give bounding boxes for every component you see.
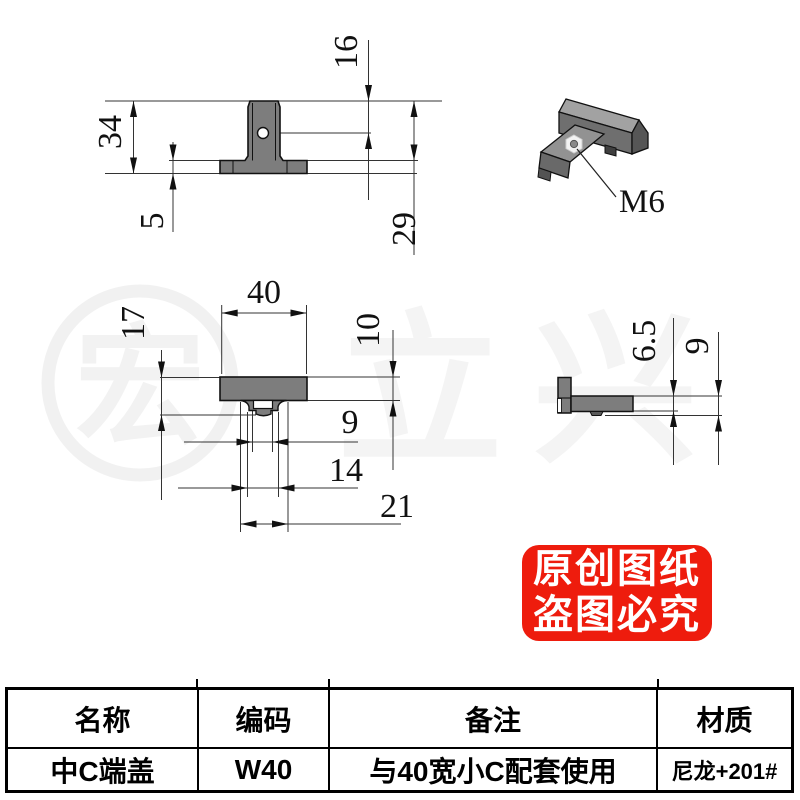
part-plan-bar	[219, 376, 308, 402]
arrowhead	[365, 85, 372, 101]
dim-label-21: 21	[380, 488, 414, 525]
arrowhead	[389, 361, 397, 377]
table-cell-name: 中C端盖	[8, 749, 199, 790]
dim-label-16: 16	[328, 35, 365, 69]
table-header-code: 编码	[199, 690, 330, 749]
screw-hole	[256, 126, 270, 140]
arrowhead	[365, 133, 372, 149]
plan-view: 40 17 10 9 14 21	[115, 274, 414, 532]
dim-label-40: 40	[247, 274, 281, 311]
arrowhead	[290, 309, 307, 317]
arrowhead	[278, 484, 295, 492]
table-cell-remark: 与40宽小C配套使用	[330, 749, 658, 790]
arrowhead	[169, 144, 177, 161]
leader-line	[576, 148, 617, 198]
arrowhead	[715, 415, 722, 432]
watermark-char: 宏	[75, 314, 205, 460]
part-side-snap	[589, 411, 604, 416]
table-header-name: 名称	[8, 690, 199, 749]
title-block-table: 名称 编码 备注 材质 中C端盖 W40 与40宽小C配套使用 尼龙+201#	[5, 687, 794, 793]
dim-label-6-5: 6.5	[626, 320, 663, 363]
table-header-remark: 备注	[330, 690, 658, 749]
table-cell-code: W40	[199, 749, 330, 790]
table-tick	[196, 679, 198, 687]
arrowhead	[169, 173, 177, 190]
front-view: 16 34 5 29	[92, 35, 442, 255]
dim-label-14: 14	[329, 452, 363, 489]
table-cell-material: 尼龙+201#	[671, 758, 778, 784]
drawing-canvas: 宏 立 兴	[41, 35, 722, 532]
table-tick	[328, 679, 330, 687]
part-side-notch	[557, 398, 562, 413]
watermark: 宏 立 兴	[41, 284, 698, 483]
iso-boss-foot	[537, 167, 552, 182]
arrowhead	[231, 484, 248, 492]
table-tick	[657, 679, 659, 687]
stamp-line-2: 盗图必究	[533, 593, 701, 637]
dim-label-5: 5	[134, 213, 171, 230]
arrowhead	[410, 101, 418, 117]
iso-view: M6	[537, 98, 665, 220]
thread-label-m6: M6	[619, 184, 665, 220]
arrowhead	[221, 309, 238, 317]
arrowhead	[158, 415, 165, 431]
part-plan-slot	[252, 399, 274, 410]
arrowhead	[240, 520, 257, 528]
iso-bar-end-face	[631, 118, 649, 155]
arrowhead	[410, 144, 418, 161]
arrowhead	[272, 438, 289, 446]
arrowhead	[130, 157, 137, 174]
arrowhead	[272, 520, 288, 528]
dim-label-9: 9	[342, 404, 359, 441]
iso-bar-notch	[604, 144, 617, 157]
dim-label-17: 17	[115, 306, 152, 340]
copyright-stamp: 原创图纸 盗图必究	[522, 545, 712, 641]
dim-label-34: 34	[92, 115, 129, 149]
stamp-line-1: 原创图纸	[533, 547, 701, 592]
dim-label-9-side: 9	[679, 338, 716, 355]
hex-nut-hole	[569, 139, 579, 149]
dim-label-29: 29	[386, 212, 423, 246]
arrowhead	[236, 438, 253, 446]
part-side-bar	[570, 395, 634, 413]
arrowhead	[715, 380, 722, 396]
arrowhead	[670, 411, 677, 427]
arrowhead	[670, 380, 677, 396]
watermark-char: 立	[338, 299, 503, 483]
table-header-material: 材质	[658, 690, 791, 749]
arrowhead	[158, 361, 165, 378]
iso-boss-front-face	[538, 151, 571, 179]
arrowhead	[130, 101, 137, 117]
dim-label-10: 10	[350, 313, 387, 347]
side-view: 6.5 9	[557, 318, 722, 465]
arrowhead	[389, 400, 397, 417]
